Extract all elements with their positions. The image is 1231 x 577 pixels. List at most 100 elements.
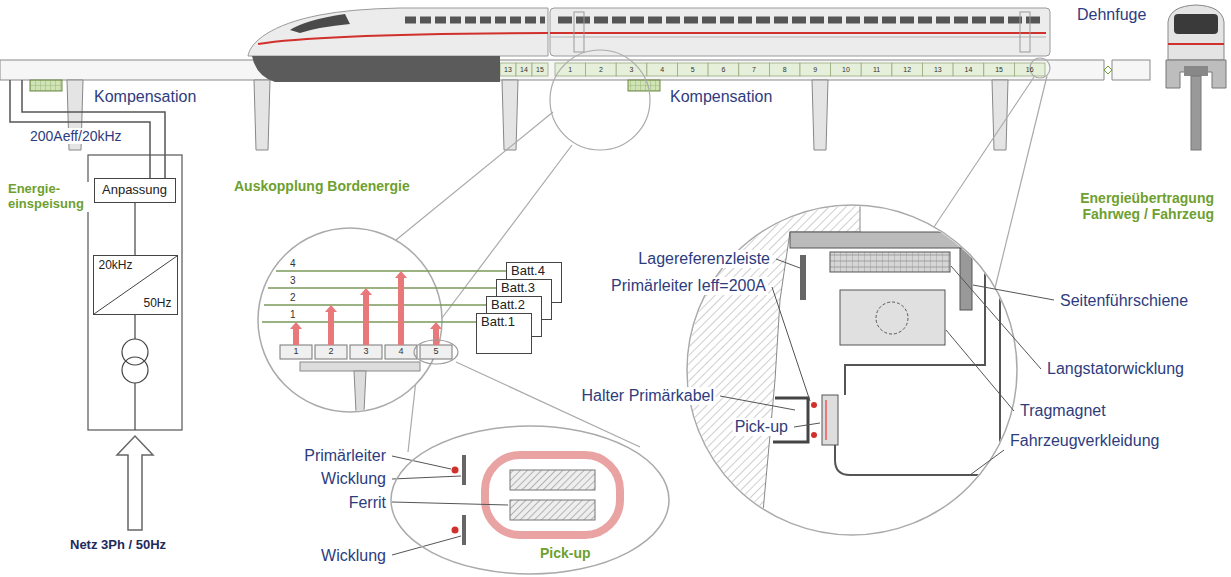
detail-circle	[420, 345, 452, 359]
detail-circle	[398, 277, 404, 345]
section-number: 3	[630, 65, 634, 74]
part-label: Lagereferenzleiste	[636, 250, 772, 268]
part-label: Seitenführschiene	[1058, 292, 1190, 310]
guideway-pier	[254, 80, 270, 150]
stator-section	[555, 63, 586, 76]
part-label: Ferrit	[347, 494, 388, 512]
leader-line	[720, 396, 795, 410]
section-number: 5	[691, 65, 695, 74]
leader-line	[970, 450, 1004, 475]
detail-circle	[290, 271, 442, 345]
detail-circle	[276, 270, 506, 272]
section-number: 8	[783, 65, 787, 74]
stator-section	[769, 63, 800, 76]
converter-diagonal	[94, 256, 177, 314]
leader-line	[946, 330, 1014, 411]
stator-section	[953, 63, 984, 76]
leader-line	[973, 285, 1054, 300]
guideway-beam	[0, 59, 1150, 81]
feed-unit	[134, 315, 135, 339]
guideway-pier	[67, 80, 1008, 150]
vehicle-front-view	[1184, 66, 1208, 76]
maglev-train	[550, 37, 1046, 38]
cross-section	[835, 225, 1000, 475]
line-number: 1	[290, 309, 296, 321]
node-text: Batt.2	[491, 298, 537, 313]
part-label: Pick-up	[733, 418, 790, 436]
stator-section	[739, 63, 770, 76]
supply-label: Netz 3Ph / 50Hz	[70, 538, 166, 553]
cross-section	[876, 302, 908, 334]
node-text: Batt.3	[501, 281, 547, 296]
detail-circle	[350, 345, 382, 359]
feed-unit	[117, 436, 153, 530]
compensation-unit	[30, 80, 62, 91]
section-number: 13	[934, 65, 942, 74]
pickup-drawing	[485, 455, 620, 535]
cross-section	[830, 252, 950, 272]
maglev-train	[248, 8, 1050, 82]
maglev-train	[248, 8, 548, 56]
pickup-ellipse-outline	[390, 425, 670, 575]
pickup-ellipse-outline	[391, 426, 669, 574]
detail-circle	[354, 371, 366, 412]
vehicle-front-view	[1168, 43, 1224, 45]
connector	[134, 203, 135, 255]
segment-number: 5	[433, 346, 438, 357]
magnifier-circle	[442, 145, 572, 318]
detail-circle	[290, 322, 302, 329]
stator-section	[678, 63, 709, 76]
part-label: Langstatorwicklung	[1045, 360, 1186, 378]
section-number: 11	[873, 65, 880, 74]
section-number: 4	[660, 65, 664, 74]
segment-number: 3	[363, 346, 368, 357]
node-text: 20kHz	[99, 259, 133, 273]
part-label: Halter Primärkabel	[580, 387, 716, 405]
node-text: 50Hz	[143, 297, 171, 311]
leader-line	[392, 456, 451, 469]
guideway-beam	[0, 60, 1150, 80]
part-label: Primärleiter	[302, 447, 388, 465]
section-number: 14	[965, 65, 973, 74]
maglev-train	[252, 56, 500, 82]
pickup-drawing	[510, 470, 595, 490]
guideway-beam	[1104, 66, 1112, 74]
guideway-beam	[1104, 59, 1112, 81]
guideway-pier	[812, 80, 828, 150]
line-number: 3	[290, 275, 296, 287]
maglev-train	[558, 17, 1040, 24]
cross-section	[822, 395, 838, 445]
line-number: 4	[290, 258, 296, 270]
cross-section	[811, 432, 817, 438]
leader-line	[794, 423, 820, 427]
detail-circle	[280, 345, 312, 359]
detail-circle	[262, 271, 506, 322]
leader-line	[392, 502, 508, 505]
detail-circle	[293, 328, 299, 345]
stator-section	[516, 63, 532, 76]
pickup-drawing	[452, 455, 621, 545]
detail-circle	[363, 294, 369, 345]
section-number: 2	[599, 65, 603, 74]
section-number: 7	[752, 65, 756, 74]
compensation-unit	[628, 80, 660, 91]
section-number: 13	[504, 65, 512, 74]
maglev-train	[550, 8, 1050, 56]
stator-section	[800, 63, 831, 76]
pickup-drawing	[452, 467, 459, 474]
magnifier-circle	[396, 112, 553, 240]
section-heading: Auskopplung Bordenergie	[232, 178, 412, 194]
detail-circle	[258, 228, 442, 412]
battery-box: Batt.1	[476, 313, 532, 354]
leader-line	[951, 266, 1041, 369]
section-number: 1	[568, 65, 572, 74]
section-heading: Energieübertragung Fahrweg / Fahrzeug	[1034, 190, 1216, 222]
detail-circle	[268, 287, 496, 289]
maglev-train	[405, 17, 545, 24]
feed-unit	[122, 357, 148, 383]
feed-unit	[88, 155, 182, 530]
detail-circle	[325, 305, 337, 312]
section-number: 6	[721, 65, 725, 74]
detail-circle	[360, 288, 372, 295]
leader-line	[392, 476, 461, 479]
